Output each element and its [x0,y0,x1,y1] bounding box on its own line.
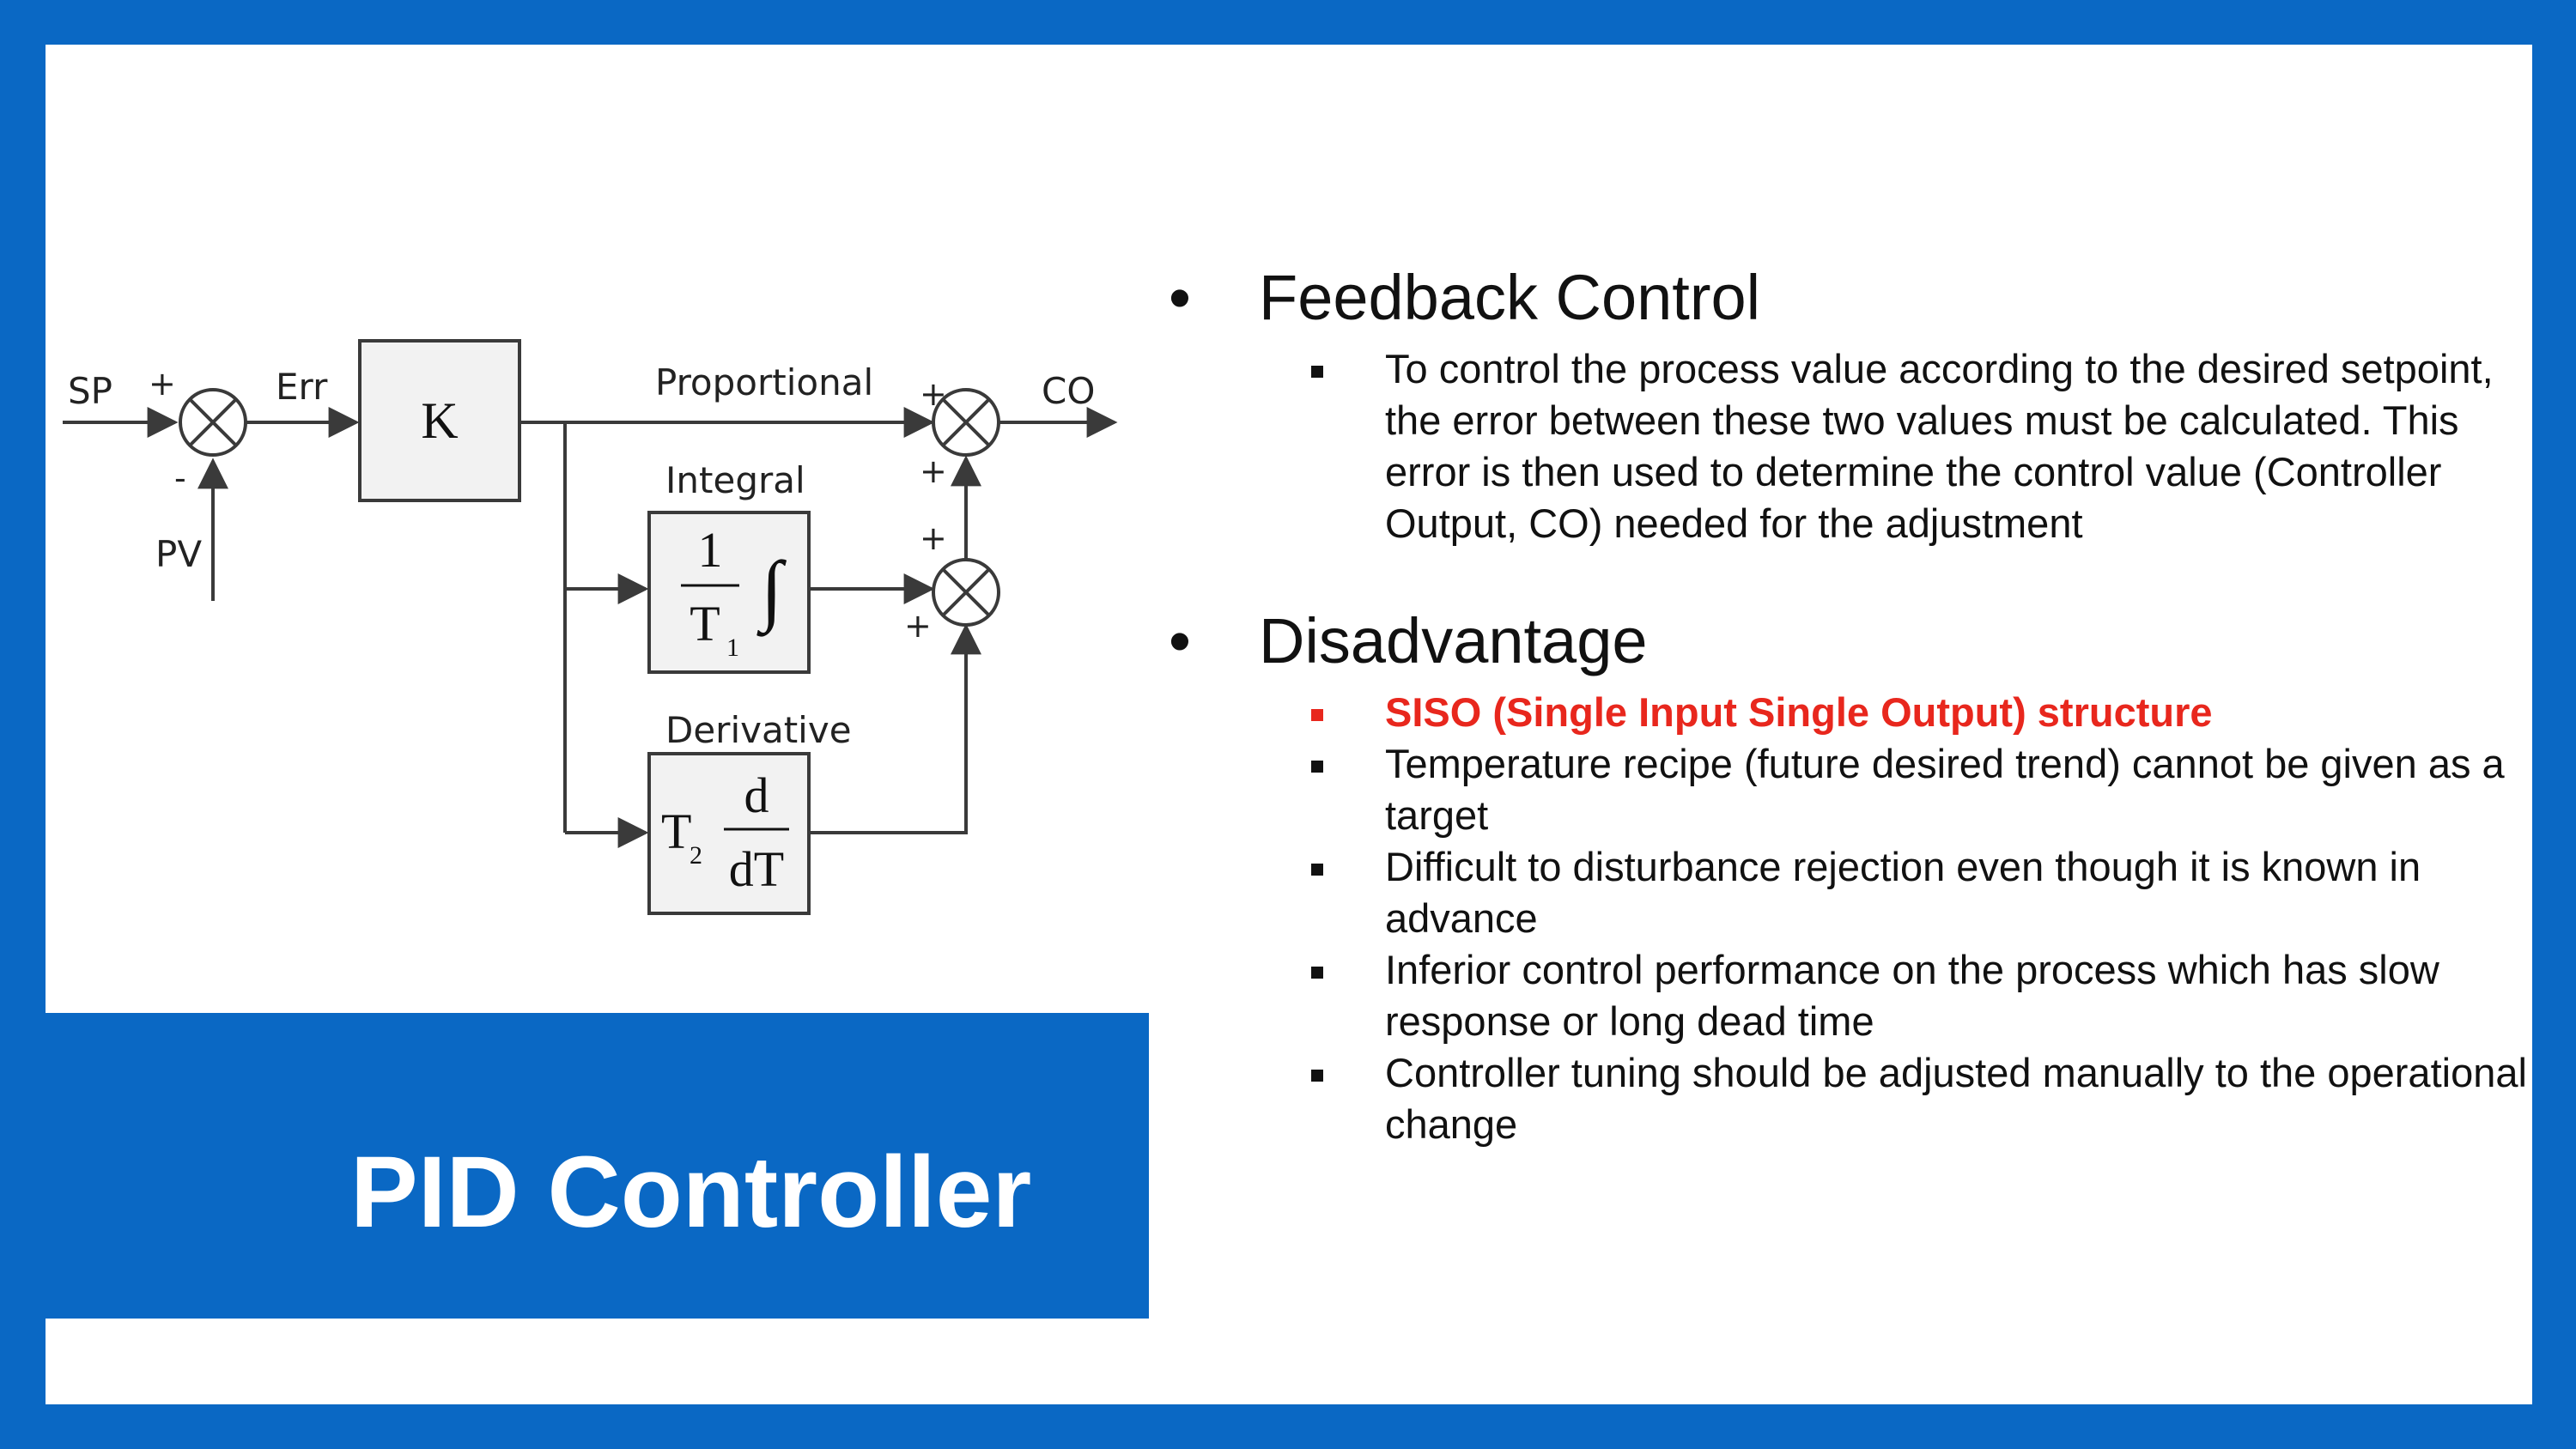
derivative-subscript: 2 [690,841,702,870]
proportional-label: Proportional [655,361,873,403]
sub-bullet-list: To control the process value according t… [1162,343,2527,549]
bullet-content: • Feedback Control To control the proces… [1162,259,2527,1203]
disadvantage-section: • Disadvantage SISO (Single Input Single… [1162,603,2527,1150]
list-item: Controller tuning should be adjusted man… [1162,1047,2527,1150]
list-item-text: To control the process value according t… [1385,346,2494,546]
derivative-output-wire [809,623,981,834]
list-item-text: Difficult to disturbance rejection even … [1385,844,2421,941]
section-heading: • Disadvantage [1162,603,2527,680]
derivative-label: Derivative [665,709,852,751]
square-bullet-icon [1311,967,1323,979]
integral-subscript: 1 [726,634,739,662]
feedback-control-section: • Feedback Control To control the proces… [1162,259,2527,549]
derivative-denominator: dT [729,841,784,897]
derivative-numerator: d [744,767,769,823]
list-item: To control the process value according t… [1162,343,2527,549]
gain-k-label: K [421,392,458,449]
list-item: Inferior control performance on the proc… [1162,944,2527,1047]
pv-minus-sign: - [174,459,186,497]
gain-k-block [358,339,521,502]
section-heading: • Feedback Control [1162,259,2527,336]
list-item-highlighted: SISO (Single Input Single Output) struct… [1162,687,2527,738]
pv-label: PV [155,533,202,575]
list-item-text: Inferior control performance on the proc… [1385,947,2439,1044]
list-item: Temperature recipe (future desired trend… [1162,738,2527,841]
square-bullet-icon [1311,1070,1323,1082]
id-summing-junction [932,558,1000,627]
integral-label: Integral [665,459,805,501]
integral-block [647,511,811,674]
integral-numerator: 1 [698,522,723,578]
title-banner: PID Controller [46,1013,1149,1319]
list-item: Difficult to disturbance rejection even … [1162,841,2527,944]
summing-junction-plus-top: + [920,519,947,557]
section-heading-text: Feedback Control [1259,262,1761,333]
square-bullet-icon [1311,761,1323,773]
square-bullet-icon [1311,366,1323,378]
output-summing-junction [932,388,1000,457]
err-label: Err [276,366,328,408]
list-item-text: SISO (Single Input Single Output) struct… [1385,689,2213,735]
square-bullet-icon [1311,864,1323,876]
derivative-gain: T [661,803,691,859]
section-heading-text: Disadvantage [1259,605,1648,676]
bullet-dot-icon: • [1169,605,1191,676]
integral-denominator: T [690,596,720,652]
list-item-text: Temperature recipe (future desired trend… [1385,741,2505,838]
sp-plus-sign: + [149,365,176,403]
slide-canvas: SP + PV - Err K Proportional + Integral … [46,45,2532,1404]
square-bullet-icon [1311,709,1323,721]
derivative-block [647,752,811,915]
integral-symbol: ∫ [756,545,787,637]
sp-label: SP [68,370,112,412]
bullet-dot-icon: • [1169,262,1191,333]
pid-block-diagram: SP + PV - Err K Proportional + Integral … [63,339,1118,915]
co-label: CO [1042,370,1095,412]
list-item-text: Controller tuning should be adjusted man… [1385,1050,2527,1147]
output-junction-plus-bottom: + [920,452,947,490]
sub-bullet-list: SISO (Single Input Single Output) struct… [1162,687,2527,1150]
error-summing-junction [179,388,247,457]
summing-junction-plus-left: + [904,607,932,645]
slide-title: PID Controller [350,1136,1032,1249]
